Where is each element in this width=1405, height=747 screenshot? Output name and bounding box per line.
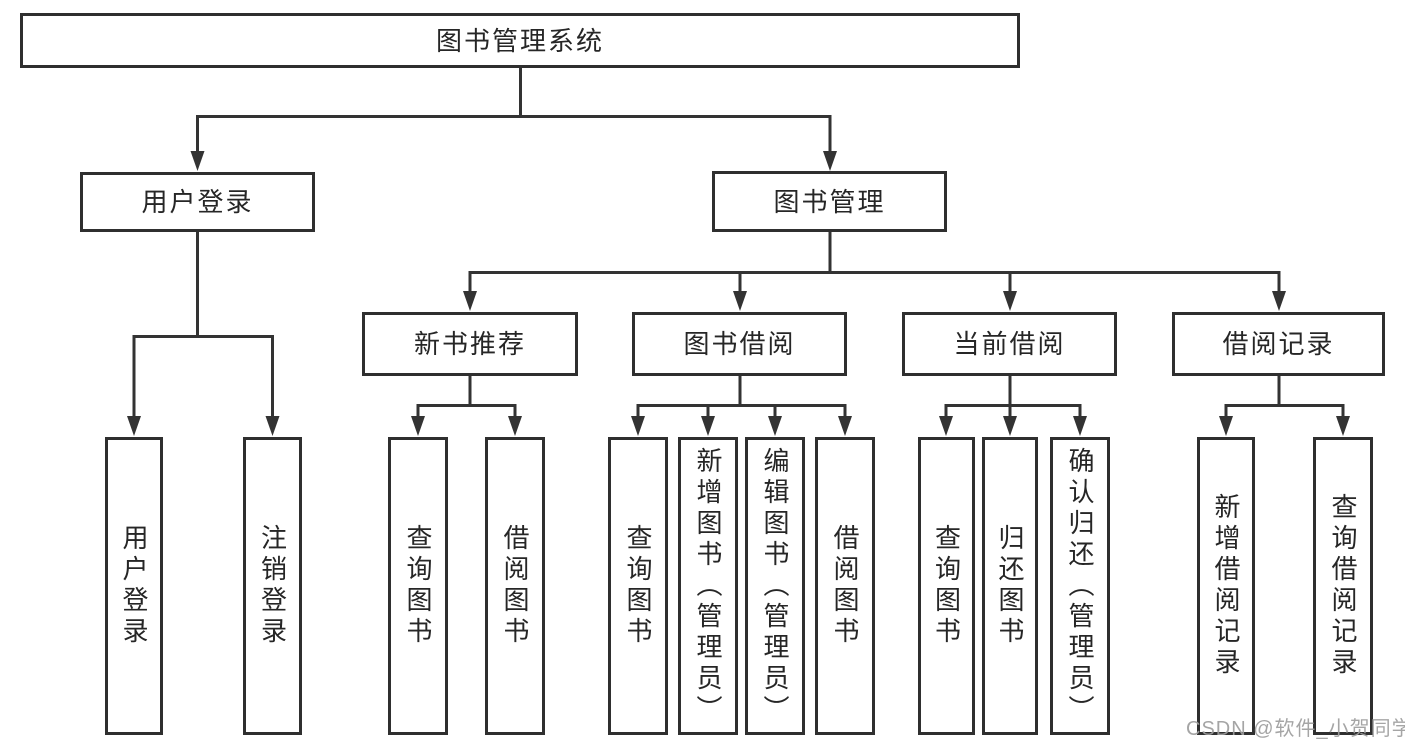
leaf-query-borrow-record: 查询借阅记录 xyxy=(1313,437,1373,735)
leaf-edit-books-admin-label: 编辑图书（管理员） xyxy=(760,446,790,726)
leaf-logout: 注销登录 xyxy=(243,437,302,735)
leaf-logout-label: 注销登录 xyxy=(257,524,288,648)
leaf-query-borrow-record-label: 查询借阅记录 xyxy=(1328,493,1358,679)
leaf-query-books-2: 查询图书 xyxy=(608,437,668,735)
connector-root-to-level2 xyxy=(196,68,832,153)
leaf-confirm-return-admin: 确认归还（管理员） xyxy=(1050,437,1110,735)
node-new-book-recommend-label: 新书推荐 xyxy=(413,329,526,359)
leaf-edit-books-admin: 编辑图书（管理员） xyxy=(745,437,805,735)
leaf-add-books-admin: 新增图书（管理员） xyxy=(678,437,738,735)
leaf-add-borrow-record: 新增借阅记录 xyxy=(1197,437,1255,735)
leaf-user-login-label: 用户登录 xyxy=(119,524,149,648)
leaf-return-books: 归还图书 xyxy=(982,437,1038,735)
leaf-query-books-2-label: 查询图书 xyxy=(623,524,653,648)
leaf-confirm-return-admin-label: 确认归还（管理员） xyxy=(1065,446,1095,726)
leaf-borrow-books-1-label: 借阅图书 xyxy=(500,524,530,648)
arrowheads xyxy=(127,151,1350,436)
leaf-borrow-books-2: 借阅图书 xyxy=(815,437,875,735)
leaf-query-books-3: 查询图书 xyxy=(918,437,975,735)
connector-bookmgmt-to-level3 xyxy=(468,232,1281,293)
connector-records-to-leaves xyxy=(1224,376,1345,418)
leaf-add-borrow-record-label: 新增借阅记录 xyxy=(1211,493,1241,679)
connector-newbook-to-leaves xyxy=(416,376,517,418)
node-current-borrowing: 当前借阅 xyxy=(902,312,1117,376)
node-user-login-label: 用户登录 xyxy=(141,187,254,217)
node-book-management: 图书管理 xyxy=(712,171,947,232)
leaf-user-login: 用户登录 xyxy=(105,437,163,735)
leaf-borrow-books-1: 借阅图书 xyxy=(485,437,545,735)
node-book-borrowing-label: 图书借阅 xyxy=(683,329,796,359)
leaf-borrow-books-2-label: 借阅图书 xyxy=(830,524,860,648)
node-user-login: 用户登录 xyxy=(80,172,315,232)
node-root-label: 图书管理系统 xyxy=(435,25,604,56)
leaf-return-books-label: 归还图书 xyxy=(995,524,1025,648)
node-root-library-system: 图书管理系统 xyxy=(20,13,1020,68)
connector-current-to-leaves xyxy=(944,376,1082,418)
node-book-borrowing: 图书借阅 xyxy=(632,312,847,376)
leaf-query-books-3-label: 查询图书 xyxy=(931,524,962,648)
watermark: CSDN @软件_小贺同学 xyxy=(1186,718,1405,740)
node-current-borrowing-label: 当前借阅 xyxy=(953,329,1066,359)
leaf-add-books-admin-label: 新增图书（管理员） xyxy=(693,446,723,726)
node-new-book-recommend: 新书推荐 xyxy=(362,312,578,376)
connector-userlogin-to-leaves xyxy=(132,232,274,418)
leaf-query-books-1: 查询图书 xyxy=(388,437,448,735)
node-borrow-records-label: 借阅记录 xyxy=(1222,329,1335,359)
node-borrow-records: 借阅记录 xyxy=(1172,312,1385,376)
leaf-query-books-1-label: 查询图书 xyxy=(403,524,433,648)
connector-borrow-to-leaves xyxy=(636,376,847,418)
node-book-management-label: 图书管理 xyxy=(773,186,886,217)
